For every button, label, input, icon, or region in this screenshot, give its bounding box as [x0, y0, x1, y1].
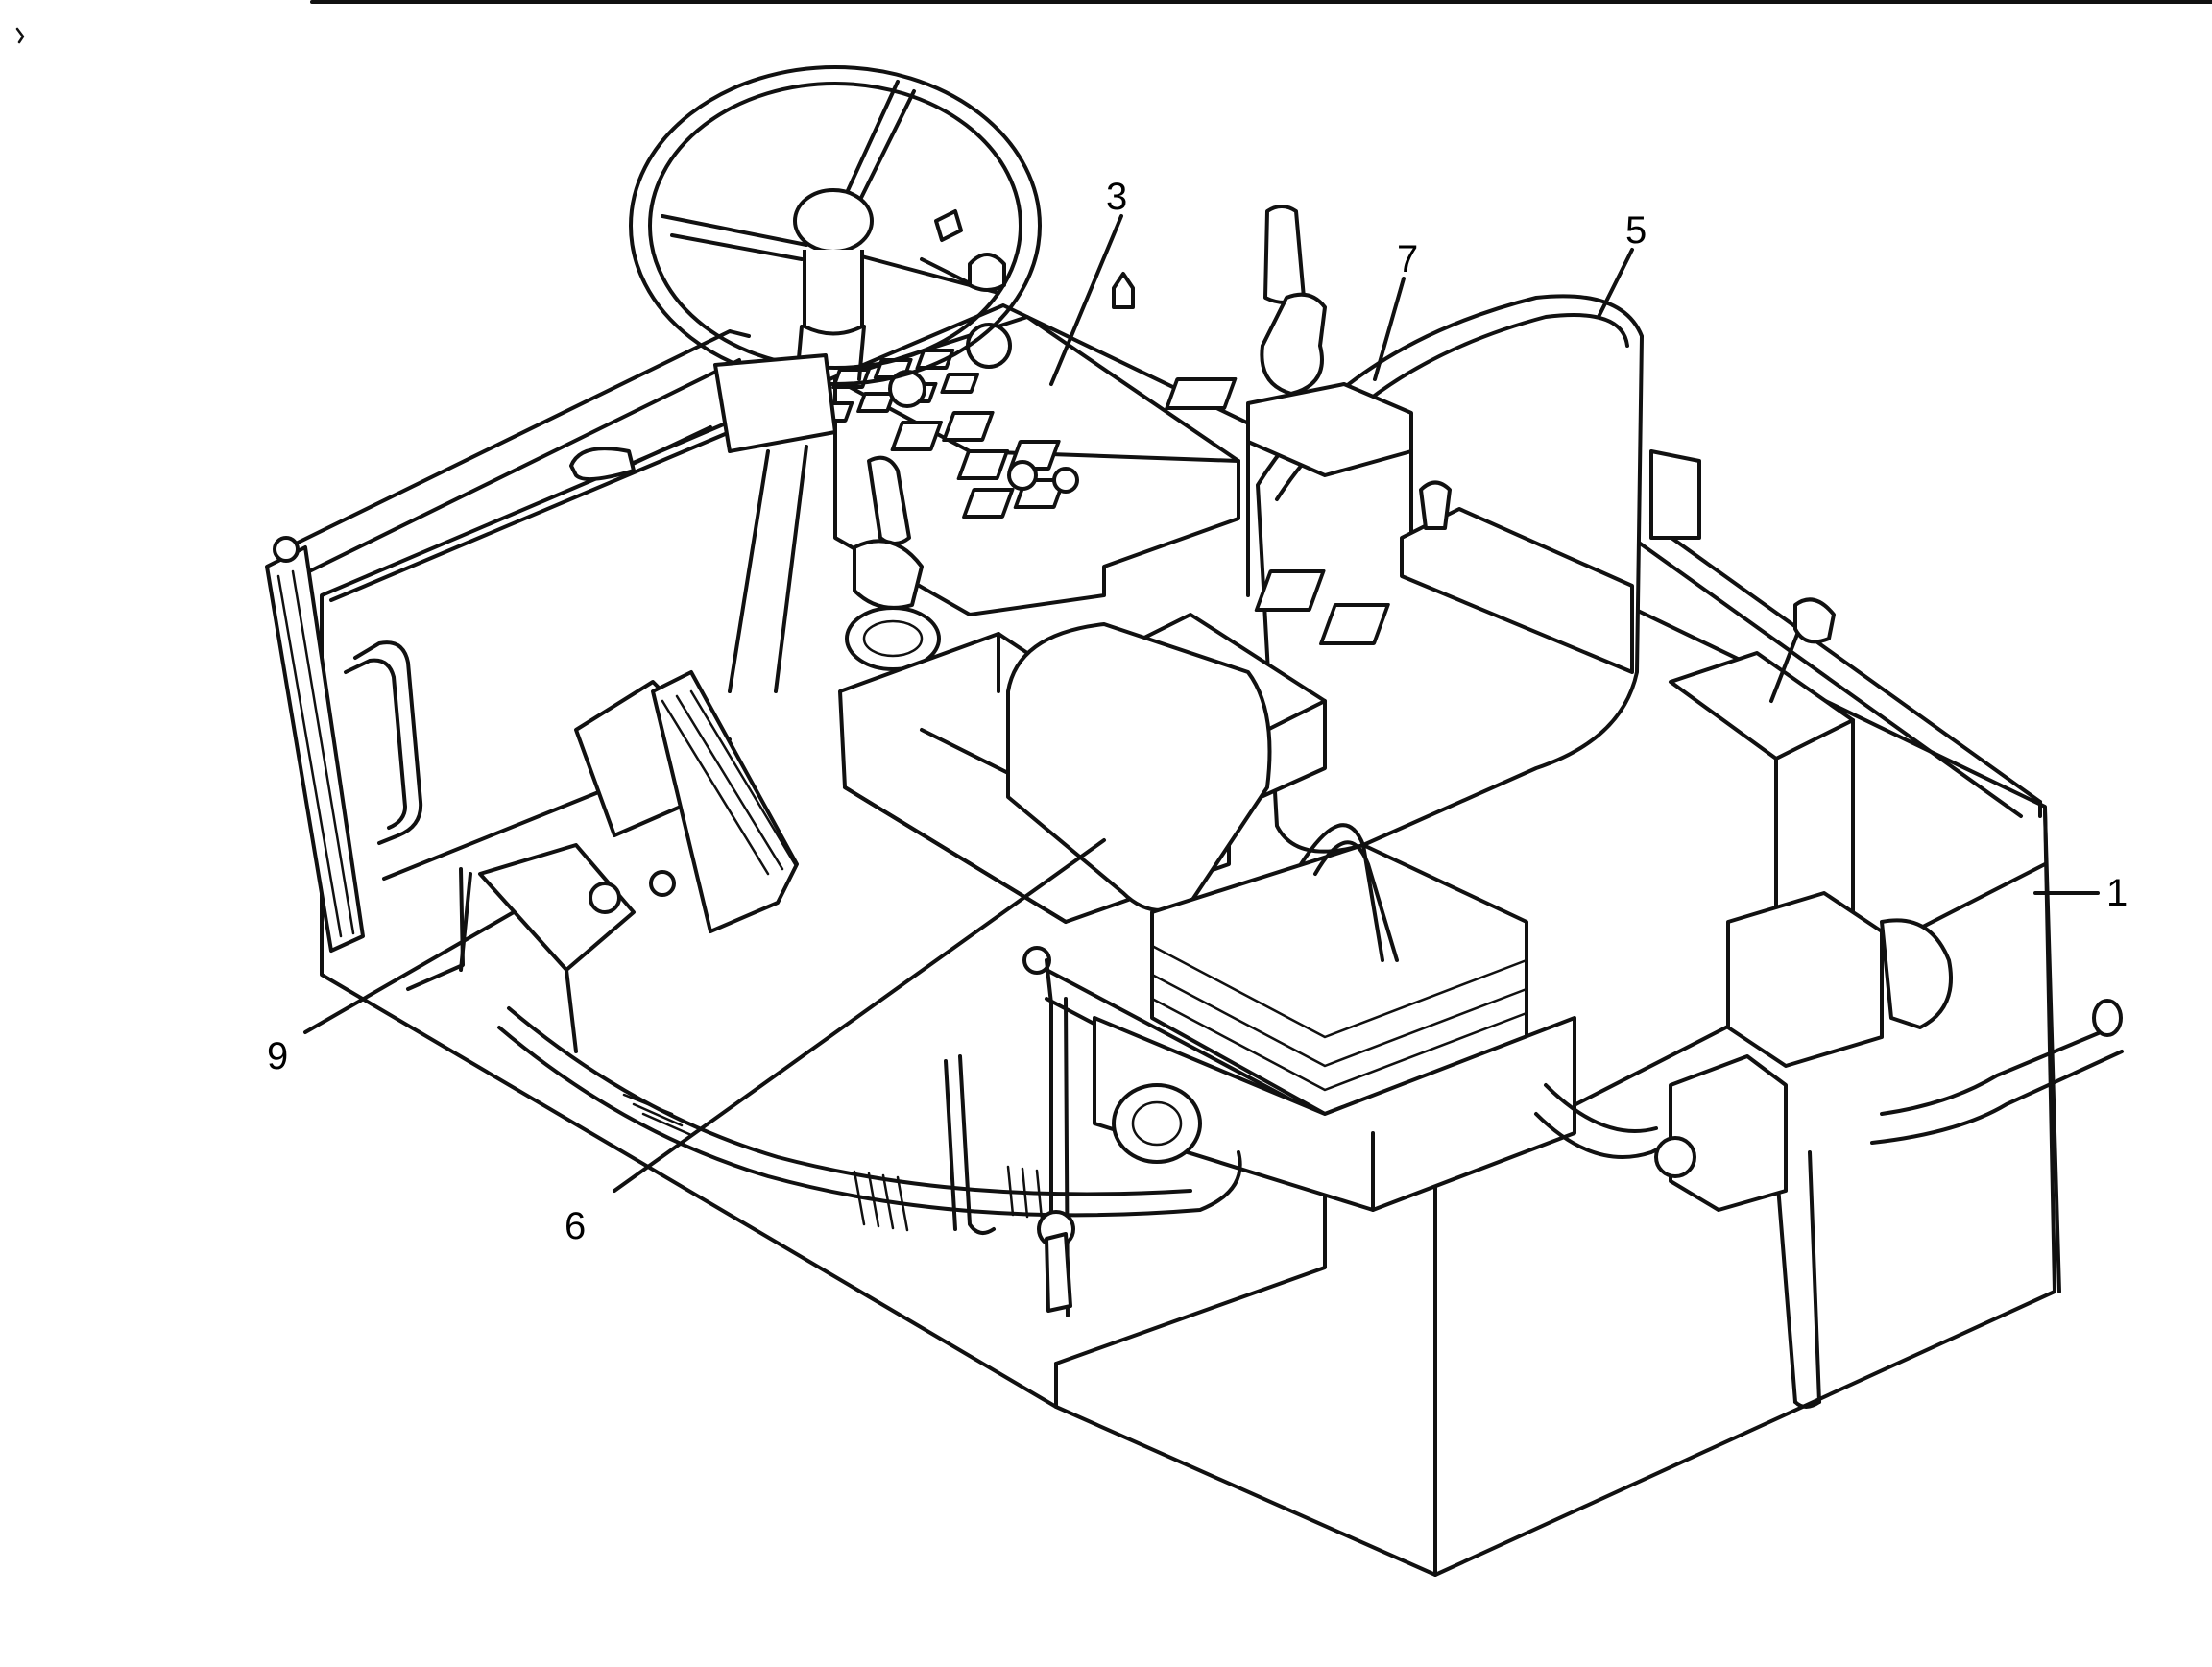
steering-column [569, 353, 837, 693]
callout-labels: 1 3 5 6 7 9 [267, 176, 2128, 1247]
leader-line-7 [1373, 277, 1406, 381]
right-control-console [1254, 449, 1855, 943]
hoses [497, 891, 2124, 1409]
brake-pedal-assembly [459, 670, 799, 1053]
callout-label-5: 5 [1625, 209, 1647, 252]
leader-line-6 [613, 838, 1106, 1193]
callout-label-9: 9 [267, 1035, 288, 1077]
leader-lines [303, 214, 2100, 1193]
left-joystick [845, 455, 941, 671]
callout-label-3: 3 [1106, 176, 1127, 218]
callout-label-7: 7 [1397, 238, 1418, 280]
control-panel [789, 272, 1240, 616]
leader-line-9 [303, 910, 516, 1034]
leader-line-5 [1597, 248, 1634, 319]
leader-line-3 [1049, 214, 1123, 386]
steering-wheel [629, 65, 1042, 386]
callout-label-1: 1 [2106, 872, 2128, 914]
scan-mark [15, 27, 25, 44]
callout-label-6: 6 [565, 1205, 586, 1247]
